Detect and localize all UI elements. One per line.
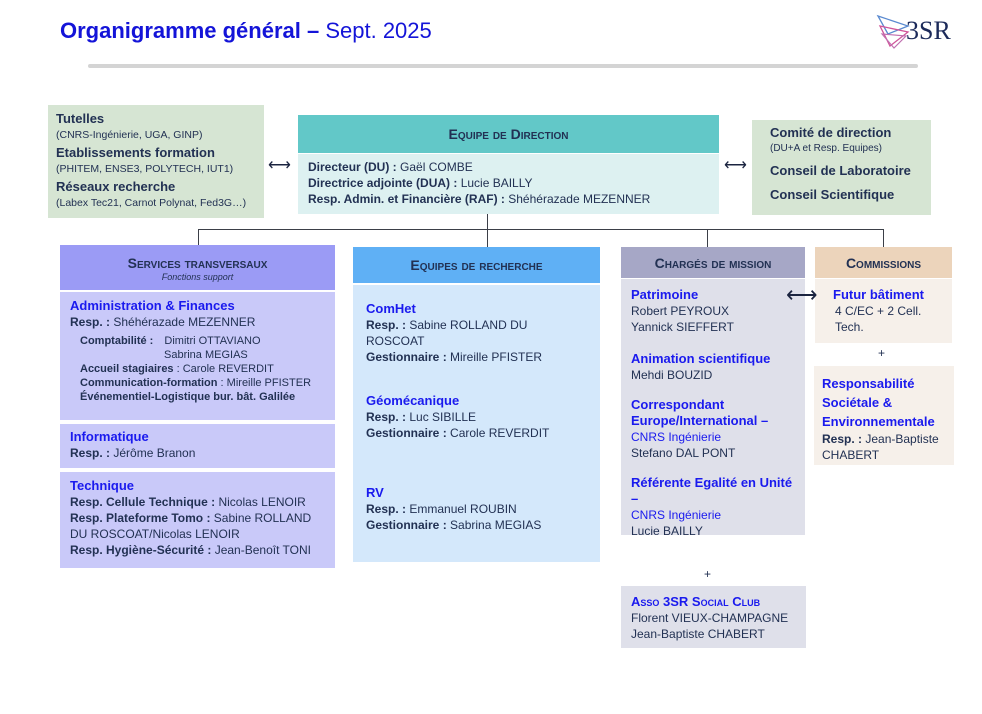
direction-row: Directrice adjointe (DUA) : Lucie BAILLY (308, 176, 533, 190)
charges-header: Chargés de mission (621, 247, 805, 278)
logo: 3SR (876, 12, 951, 54)
logo-triangles-icon (876, 14, 910, 49)
services-header: Services transversaux Fonctions support (60, 245, 335, 290)
connector (198, 229, 199, 245)
team: Géomécanique Resp. : Luc SIBILLE Gestion… (366, 393, 550, 440)
commissions-header: Commissions (815, 247, 952, 278)
plus-sign: + (704, 567, 712, 581)
team: ComHet Resp. : Sabine ROLLAND DU ROSCOAT… (366, 301, 543, 364)
technique-box: Technique Resp. Cellule Technique : Nico… (60, 472, 335, 568)
connector (707, 229, 708, 247)
rse-box: Responsabilité Sociétale & Environnement… (814, 366, 954, 465)
mission: Correspondant Europe/International –CNRS… (631, 397, 769, 460)
connector (883, 229, 884, 247)
informatique-box: Informatique Resp. : Jérôme Branon (60, 424, 335, 468)
title-divider (88, 64, 918, 68)
equipes-body: ComHet Resp. : Sabine ROLLAND DU ROSCOAT… (353, 285, 600, 562)
direction-body: Directeur (DU) : Gaël COMBE Directrice a… (298, 154, 719, 214)
team: RV Resp. : Emmanuel ROUBIN Gestionnaire … (366, 485, 542, 532)
tutelles-box: Tutelles (CNRS-Ingénierie, UGA, GINP) Et… (48, 105, 264, 218)
double-arrow-icon: ⟷ (786, 282, 818, 307)
equipes-header: Equipes de recherche (353, 247, 600, 283)
comite-box: Comité de direction (DU+A et Resp. Equip… (752, 120, 931, 215)
connector (487, 214, 488, 247)
double-arrow-icon: ⟷ (724, 157, 747, 174)
double-arrow-icon: ⟷ (268, 157, 291, 174)
plus-sign: + (878, 346, 886, 360)
direction-header: Equipe de Direction (298, 115, 719, 153)
asso-box: Asso 3SR Social Club Florent VIEUX-CHAMP… (621, 586, 806, 648)
direction-row: Directeur (DU) : Gaël COMBE (308, 160, 473, 174)
mission: Référente Egalité en Unité –CNRS Ingénie… (631, 475, 793, 538)
futur-batiment-box: Futur bâtiment 4 C/EC + 2 Cell. Tech. (815, 279, 952, 343)
admin-finances-box: Administration & Finances Resp. : Shéhér… (60, 292, 335, 420)
direction-row: Resp. Admin. et Financière (RAF) : Shéhé… (308, 192, 651, 206)
connector (198, 229, 884, 230)
page-title: Organigramme général – Sept. 2025 (60, 18, 432, 43)
